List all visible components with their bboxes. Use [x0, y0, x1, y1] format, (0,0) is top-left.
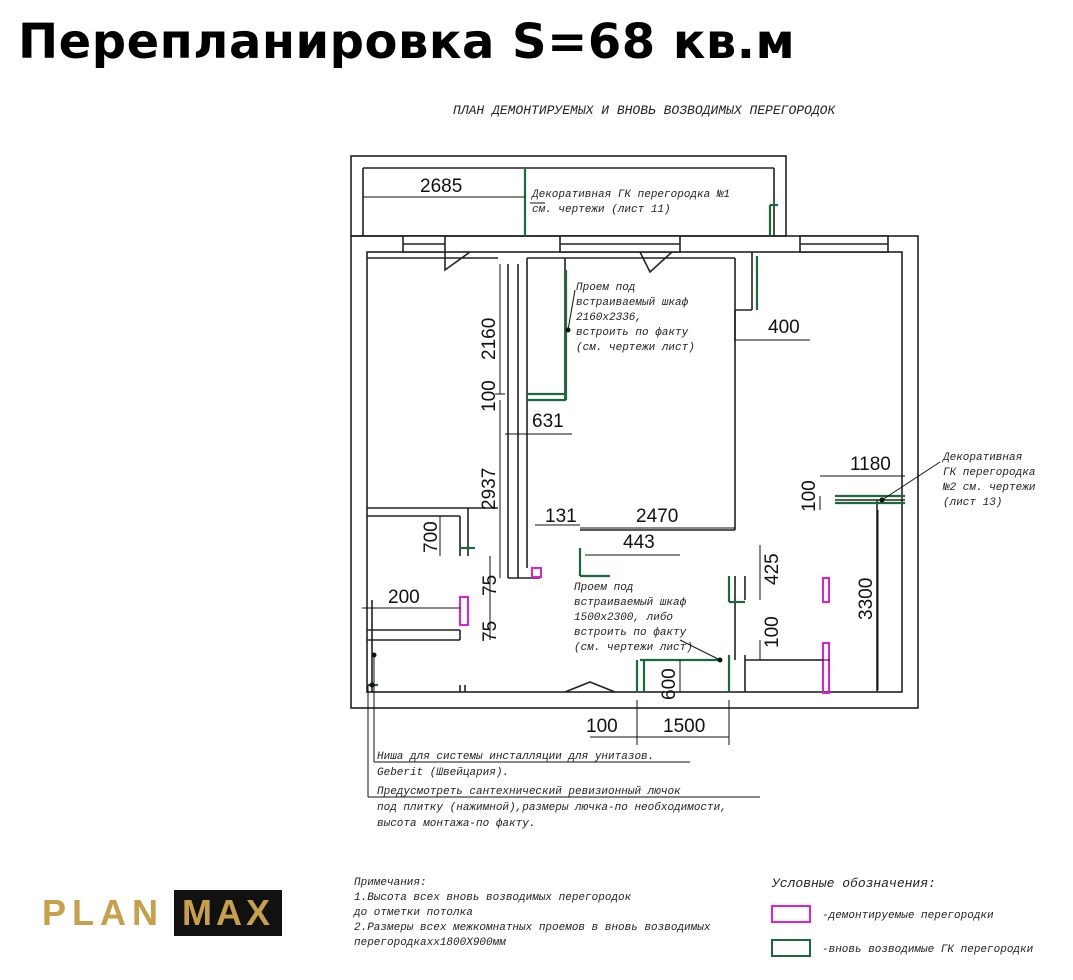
legend: Условные обозначения: -демонтируемые пер…	[771, 876, 1034, 957]
annotation-line: высота монтажа-по факту.	[377, 817, 535, 830]
legend-demolished-swatch	[771, 905, 811, 923]
annotation-line: Проем под	[574, 582, 633, 594]
dim-75-b: 75	[480, 621, 501, 642]
leader-lines	[367, 202, 941, 798]
demolished-partitions	[459, 567, 830, 694]
annotation-closet2: Проем под встраиваемый шкаф 1500х2300, л…	[574, 582, 693, 654]
annotation-line: встроить по факту	[576, 326, 689, 339]
legend-heading: Условные обозначения:	[771, 876, 936, 891]
dim-2470: 2470	[636, 506, 678, 527]
dim-100-b: 100	[799, 480, 820, 512]
annotation-line: 2160х2336,	[576, 312, 642, 324]
annotation-partition1: Декоративная ГК перегородка №1 см. черте…	[531, 189, 730, 216]
annotation-line: Ниша для системы инсталляции для унитазо…	[377, 751, 654, 763]
notes-block: Примечания: 1.Высота всех вновь возводим…	[353, 877, 711, 949]
planmax-logo: PLAN MAX	[42, 890, 282, 936]
dimension-labels: 2685 2160 100 631 2937 400 1180 100 131 …	[388, 176, 891, 737]
dim-131: 131	[545, 506, 577, 527]
new-partitions	[368, 168, 905, 692]
annotation-line: Декоративная ГК перегородка №1	[531, 189, 730, 201]
plan-subtitle: ПЛАН ДЕМОНТИРУЕМЫХ И ВНОВЬ ВОЗВОДИМЫХ ПЕ…	[453, 103, 836, 118]
annotation-geberit: Ниша для системы инсталляции для унитазо…	[377, 751, 654, 779]
notes-line: 1.Высота всех вновь возводимых перегород…	[354, 892, 632, 904]
dim-2937: 2937	[479, 468, 500, 510]
annotation-partition2: Декоративная ГК перегородка №2 см. черте…	[942, 452, 1036, 509]
dim-2160: 2160	[479, 318, 500, 360]
annotation-line: ГК перегородка	[943, 467, 1035, 479]
annotation-line: (лист 13)	[943, 497, 1002, 509]
notes-line: до отметки потолка	[353, 907, 473, 919]
dim-3300: 3300	[856, 578, 877, 620]
dim-700: 700	[421, 521, 442, 553]
annotation-line: (см. чертежи лист)	[576, 342, 695, 354]
annotation-line: 1500х2300, либо	[574, 611, 673, 624]
annotation-line: встраиваемый шкаф	[574, 596, 687, 609]
notes-line: 2.Размеры всех межкомнатных проемов в вн…	[354, 922, 711, 934]
dim-443: 443	[623, 532, 655, 553]
notes-line: перегородкахх1800Х900мм	[354, 937, 506, 949]
logo-max-text: MAX	[174, 890, 282, 936]
notes-heading: Примечания:	[354, 877, 427, 889]
annotation-line: см. чертежи (лист 11)	[532, 204, 671, 216]
annotation-closet1: Проем под встраиваемый шкаф 2160х2336, в…	[576, 282, 695, 354]
annotation-line: под плитку (нажимной),размеры лючка-по н…	[377, 801, 727, 814]
annotation-line: (см. чертежи лист)	[574, 642, 693, 654]
dim-600: 600	[659, 668, 680, 700]
walls	[350, 155, 919, 709]
legend-new-swatch	[771, 939, 811, 957]
page-title: Перепланировка S=68 кв.м	[18, 14, 796, 70]
logo-plan-text: PLAN	[42, 892, 164, 933]
annotation-line: Проем под	[576, 282, 635, 294]
dim-200: 200	[388, 587, 420, 608]
legend-new-label: -вновь возводимые ГК перегородки	[822, 944, 1034, 956]
dim-400: 400	[768, 317, 800, 338]
dimension-lines	[362, 196, 905, 745]
dim-100-c: 100	[762, 616, 783, 648]
dim-1180: 1180	[850, 454, 891, 475]
annotation-line: встраиваемый шкаф	[576, 296, 689, 309]
dim-75-a: 75	[480, 575, 501, 596]
annotation-line: Декоративная	[942, 452, 1023, 464]
dim-100-d: 100	[586, 716, 618, 737]
annotation-line: Предусмотреть сантехнический ревизионный…	[377, 786, 681, 798]
annotation-line: встроить по факту	[574, 626, 687, 639]
dim-2685: 2685	[420, 176, 462, 197]
annotation-hatch: Предусмотреть сантехнический ревизионный…	[377, 786, 727, 830]
dim-1500: 1500	[663, 716, 705, 737]
dim-425: 425	[762, 553, 783, 585]
dim-631: 631	[532, 411, 564, 432]
annotation-line: Geberit (Швейцария).	[377, 767, 509, 779]
dim-100-a: 100	[479, 380, 500, 412]
legend-demolished-label: -демонтируемые перегородки	[822, 910, 994, 922]
leader-dots	[369, 327, 885, 688]
annotation-line: №2 см. чертежи	[942, 482, 1036, 494]
